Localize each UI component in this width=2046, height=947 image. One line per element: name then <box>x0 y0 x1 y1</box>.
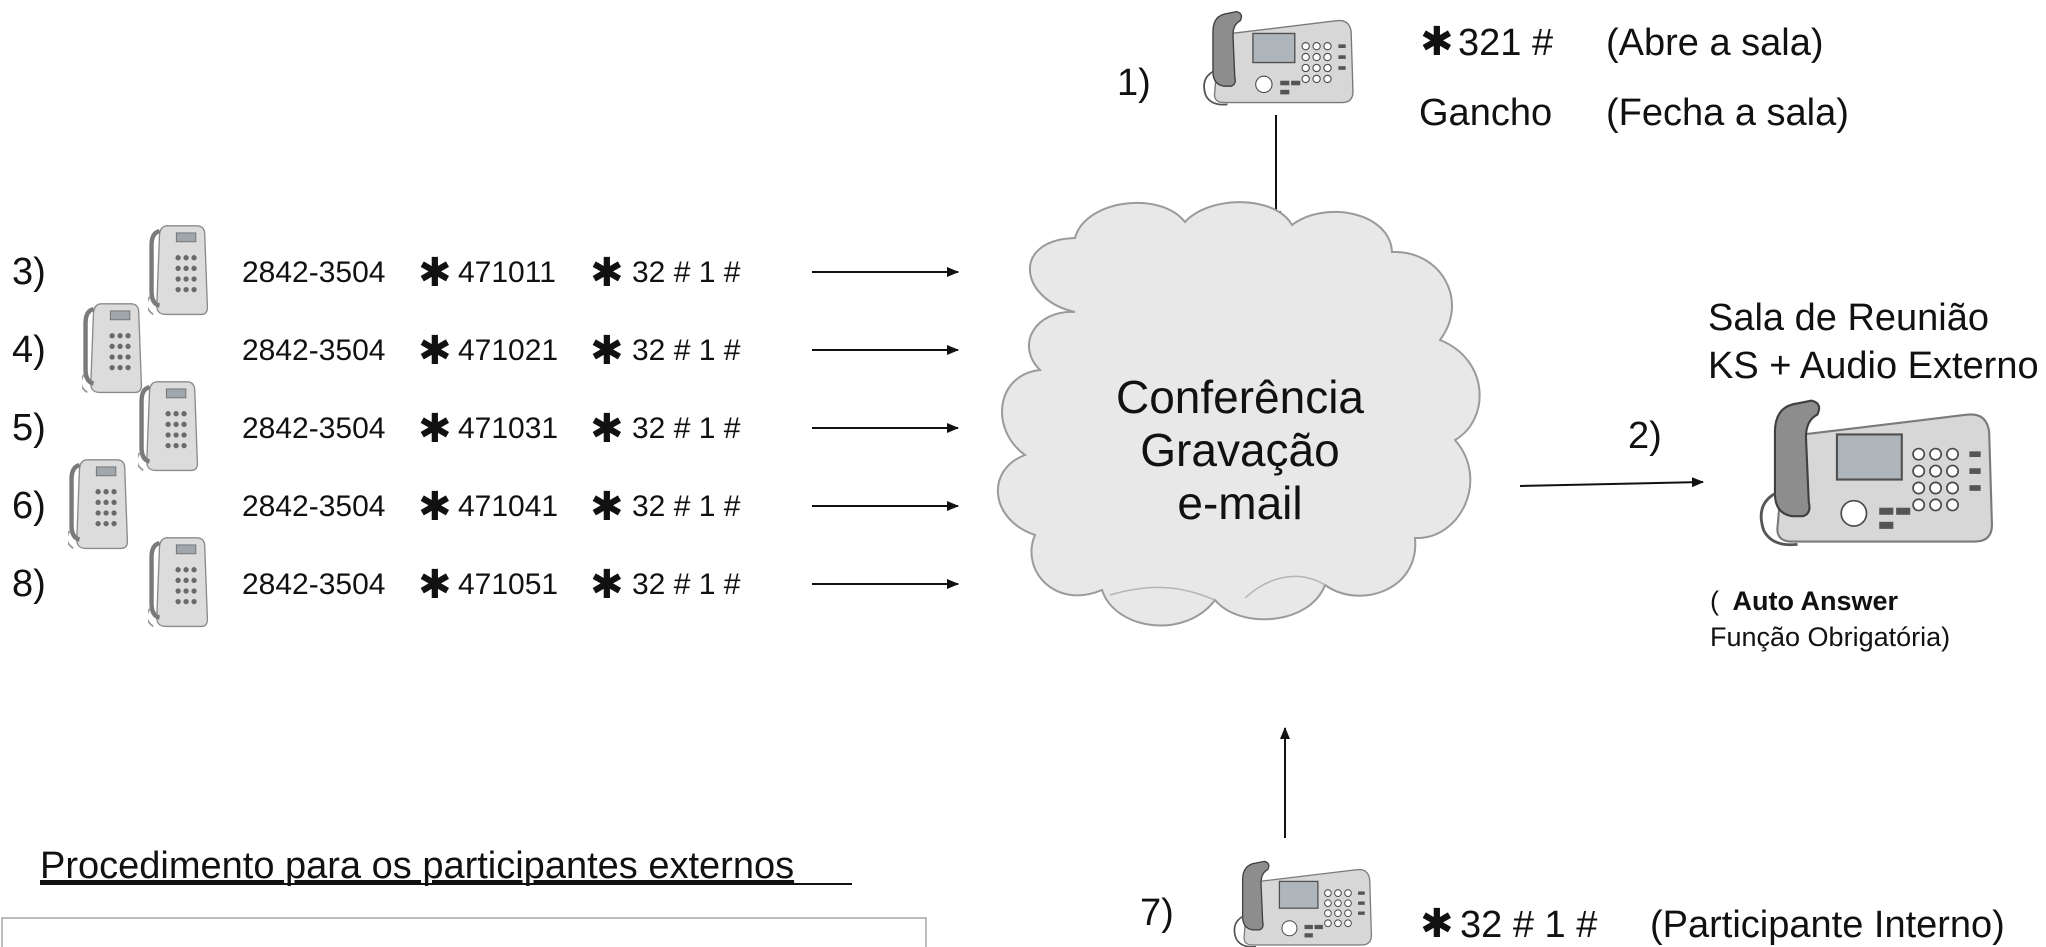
star-icon: ✱ <box>590 563 624 607</box>
internal-step-label: 7) <box>1140 892 1174 934</box>
ip-phone-icon <box>1759 399 1994 547</box>
participant-pin: 32 # 1 # <box>632 334 741 367</box>
star-icon: ✱ <box>418 407 452 451</box>
star-icon: ✱ <box>1420 902 1454 946</box>
internal-code: 32 # 1 # <box>1460 904 1597 946</box>
room-note: ( Auto Answer <box>1710 586 1899 616</box>
room-note-bold: Auto Answer <box>1733 586 1899 616</box>
participant-row: 8)2842-3504✱471051✱32 # 1 # <box>12 538 959 627</box>
host-code: 321 # <box>1458 22 1553 64</box>
participant-pin: 32 # 1 # <box>632 490 741 523</box>
star-icon: ✱ <box>1420 20 1454 64</box>
participant-row: 6)2842-3504✱471041✱32 # 1 # <box>12 460 959 549</box>
participant-room-code: 471041 <box>458 490 558 523</box>
internal-note: (Participante Interno) <box>1650 904 2005 946</box>
participant-phone-number: 2842-3504 <box>242 568 385 601</box>
desk-phone-icon <box>67 460 128 549</box>
procedure-heading: Procedimento para os participantes exter… <box>40 845 794 887</box>
desk-phone-icon <box>81 304 142 393</box>
room-step-label: 2) <box>1628 415 1662 457</box>
star-icon: ✱ <box>418 329 452 373</box>
desk-phone-icon <box>147 226 208 315</box>
participant-row: 4)2842-3504✱471021✱32 # 1 # <box>12 304 959 393</box>
star-icon: ✱ <box>590 251 624 295</box>
participant-step-label: 3) <box>12 251 46 293</box>
room-note-rest: Função Obrigatória) <box>1710 622 1950 652</box>
desk-phone-icon <box>137 382 198 471</box>
cloud-line-1: Conferência <box>1116 371 1364 423</box>
cloud-line-3: e-mail <box>1177 477 1302 529</box>
cloud-icon <box>997 201 1481 627</box>
ip-phone-icon <box>1233 860 1373 947</box>
participant-phone-number: 2842-3504 <box>242 256 385 289</box>
participant-row: 5)2842-3504✱471031✱32 # 1 # <box>12 382 959 471</box>
participant-phone-number: 2842-3504 <box>242 334 385 367</box>
host-hook-label: Gancho <box>1419 92 1552 134</box>
participant-step-label: 8) <box>12 563 46 605</box>
cloud-line-2: Gravação <box>1140 424 1339 476</box>
participant-phone-number: 2842-3504 <box>242 412 385 445</box>
star-icon: ✱ <box>590 485 624 529</box>
desk-phone-icon <box>147 538 208 627</box>
star-icon: ✱ <box>590 329 624 373</box>
participant-room-code: 471011 <box>458 256 556 289</box>
participant-pin: 32 # 1 # <box>632 412 741 445</box>
participant-step-label: 5) <box>12 407 46 449</box>
procedure-box <box>1 917 927 947</box>
star-icon: ✱ <box>418 485 452 529</box>
participant-room-code: 471021 <box>458 334 558 367</box>
participant-pin: 32 # 1 # <box>632 568 741 601</box>
participant-phone-number: 2842-3504 <box>242 490 385 523</box>
room-arrow <box>1519 477 1704 488</box>
host-hook-note: (Fecha a sala) <box>1606 92 1849 134</box>
participant-list: 3)2842-3504✱471011✱32 # 1 #4)2842-3504✱4… <box>12 226 959 627</box>
room-title-2: KS + Audio Externo <box>1708 345 2039 387</box>
host-step-label: 1) <box>1117 62 1151 104</box>
star-icon: ✱ <box>590 407 624 451</box>
host-code-note: (Abre a sala) <box>1606 22 1824 64</box>
participant-row: 3)2842-3504✱471011✱32 # 1 # <box>12 226 959 315</box>
participant-pin: 32 # 1 # <box>632 256 741 289</box>
participant-room-code: 471031 <box>458 412 558 445</box>
participant-step-label: 4) <box>12 329 46 371</box>
participant-room-code: 471051 <box>458 568 558 601</box>
room-note-open: ( <box>1710 586 1719 616</box>
star-icon: ✱ <box>418 251 452 295</box>
participant-step-label: 6) <box>12 485 46 527</box>
room-title-1: Sala de Reunião <box>1708 297 1989 339</box>
star-icon: ✱ <box>418 563 452 607</box>
ip-phone-icon <box>1203 10 1354 106</box>
